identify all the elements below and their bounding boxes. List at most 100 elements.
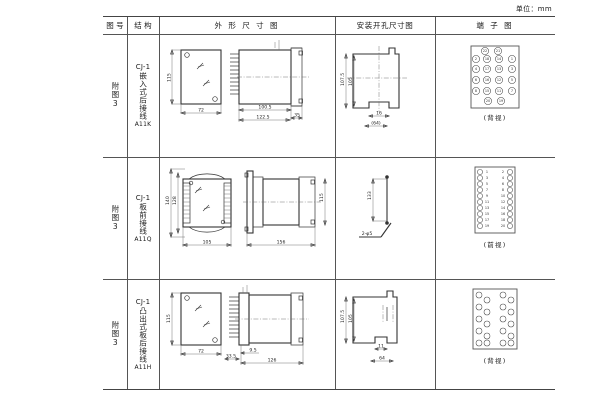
svg-text:16: 16 bbox=[485, 78, 489, 82]
structure-code: CJ-1 bbox=[135, 193, 151, 202]
mounting-svg-row2: 133 2-φ5 bbox=[359, 175, 392, 238]
row-divider-1 bbox=[103, 157, 555, 158]
svg-text:13: 13 bbox=[497, 67, 501, 71]
svg-text:3: 3 bbox=[511, 67, 513, 71]
dim-inner-height: 105 bbox=[348, 77, 354, 86]
dim-height: 140 bbox=[165, 196, 171, 205]
row-mounting-drawing: 107.5 105 16 (64) bbox=[335, 34, 435, 157]
fig-no-text: 附图3 bbox=[110, 204, 120, 232]
svg-text:2: 2 bbox=[475, 57, 477, 61]
svg-text:16: 16 bbox=[501, 212, 505, 216]
svg-text:15: 15 bbox=[485, 212, 489, 216]
dim-front-depth: 35 bbox=[294, 113, 300, 119]
svg-text:5: 5 bbox=[486, 182, 488, 186]
dim-height-inner: 128 bbox=[172, 196, 178, 205]
svg-text:6: 6 bbox=[475, 78, 477, 82]
structure-model: A11Q bbox=[134, 235, 152, 243]
structure-model: A11H bbox=[134, 363, 152, 371]
dim-height: 115 bbox=[167, 73, 173, 82]
svg-text:19: 19 bbox=[499, 99, 503, 103]
fig-no-text: 附图3 bbox=[110, 320, 120, 348]
svg-text:22: 22 bbox=[483, 49, 487, 53]
dim-depth-total: 126 bbox=[268, 358, 277, 364]
row-mounting-drawing: 107.5 105 11 64 bbox=[335, 279, 435, 389]
table-row: 附图3 CJ-1 嵌入式后接线 A11K bbox=[103, 34, 555, 157]
svg-text:18: 18 bbox=[485, 57, 489, 61]
dim-width: 72 bbox=[198, 108, 204, 114]
terminal-svg-row1: 22 21 2 18 14 1 4 17 13 3 6 16 12 5 bbox=[470, 45, 520, 122]
svg-text:17: 17 bbox=[485, 218, 489, 222]
svg-text:3: 3 bbox=[486, 176, 488, 180]
svg-text:13: 13 bbox=[485, 206, 489, 210]
column-divider-4 bbox=[435, 17, 436, 389]
outline-svg-row2: 140 128 105 bbox=[165, 167, 327, 247]
dim-total-width: (64) bbox=[371, 121, 381, 127]
row-structure: CJ-1 嵌入式后接线 A11K bbox=[127, 34, 159, 157]
dim-flange-depth: 9.5 bbox=[249, 348, 256, 354]
column-divider-1 bbox=[127, 17, 128, 389]
row-fig-no: 附图3 bbox=[103, 157, 127, 279]
svg-text:14: 14 bbox=[501, 206, 505, 210]
column-divider-3 bbox=[335, 17, 336, 389]
svg-text:21: 21 bbox=[496, 49, 500, 53]
table-row: 附图3 CJ-1 板前接线 A11Q bbox=[103, 157, 555, 279]
header-outline: 外 形 尺 寸 图 bbox=[214, 21, 280, 30]
dim-height: 115 bbox=[166, 314, 172, 323]
svg-text:11: 11 bbox=[497, 89, 501, 93]
spec-table: 图 号 结 构 外 形 尺 寸 图 安装开孔尺寸图 端 子 图 附图3 CJ-1… bbox=[103, 16, 555, 390]
row-mounting-drawing: 133 2-φ5 bbox=[335, 157, 435, 279]
svg-text:20: 20 bbox=[486, 99, 490, 103]
dim-height: 133 bbox=[367, 191, 373, 200]
outline-svg-row3: 115 72 bbox=[166, 285, 309, 365]
outline-svg-row1: 115 72 bbox=[167, 40, 309, 122]
dim-side-height: 115 bbox=[319, 193, 325, 202]
structure-type: 嵌入式后接线 bbox=[138, 72, 148, 120]
header-structure: 结 构 bbox=[134, 21, 152, 30]
svg-text:4: 4 bbox=[475, 67, 477, 71]
structure-model: A11K bbox=[134, 121, 152, 128]
svg-text:17: 17 bbox=[485, 67, 489, 71]
unit-note: 单位：mm bbox=[515, 5, 552, 13]
svg-text:5: 5 bbox=[511, 78, 513, 82]
dim-depth-total: 122.5 bbox=[256, 115, 269, 121]
structure-code: CJ-1 bbox=[135, 297, 151, 306]
svg-text:1: 1 bbox=[511, 57, 513, 61]
svg-text:12: 12 bbox=[497, 78, 501, 82]
svg-text:9: 9 bbox=[486, 194, 488, 198]
mounting-svg-row3: 107.5 105 11 64 bbox=[340, 290, 398, 363]
svg-text:8: 8 bbox=[475, 89, 477, 93]
svg-text:6: 6 bbox=[502, 182, 504, 186]
row-structure: CJ-1 板前接线 A11Q bbox=[127, 157, 159, 279]
svg-text:19: 19 bbox=[485, 224, 489, 228]
svg-text:12: 12 bbox=[501, 200, 505, 204]
mounting-svg-row1: 107.5 105 16 (64) bbox=[340, 46, 407, 128]
row-fig-no: 附图3 bbox=[103, 34, 127, 157]
dim-depth-inner: 100.5 bbox=[258, 105, 271, 111]
dim-outer-height: 107.5 bbox=[340, 310, 346, 323]
table-row: 附图3 CJ-1 凸出式板后接线 A11H bbox=[103, 279, 555, 389]
svg-text:20: 20 bbox=[501, 224, 505, 228]
row-fig-no: 附图3 bbox=[103, 279, 127, 389]
svg-text:11: 11 bbox=[485, 200, 489, 204]
terminal-view-label: (前视) bbox=[484, 240, 507, 249]
terminal-view-label: (背视) bbox=[484, 113, 507, 122]
svg-text:4: 4 bbox=[502, 176, 504, 180]
svg-text:2: 2 bbox=[502, 170, 504, 174]
structure-type: 凸出式板后接线 bbox=[138, 306, 148, 363]
row-divider-2 bbox=[103, 279, 555, 280]
header-mounting: 安装开孔尺寸图 bbox=[356, 21, 414, 30]
svg-text:15: 15 bbox=[485, 89, 489, 93]
row-outline-drawing: 140 128 105 bbox=[159, 157, 335, 279]
terminal-svg-row3: (背视) bbox=[472, 288, 518, 365]
svg-text:1: 1 bbox=[486, 170, 488, 174]
dim-outer-height: 107.5 bbox=[340, 73, 346, 86]
row-terminal-diagram: 22 21 2 18 14 1 4 17 13 3 6 16 12 5 bbox=[435, 34, 555, 157]
row-terminal-diagram: (背视) bbox=[435, 279, 555, 389]
header-underline bbox=[103, 34, 555, 35]
header-terminal: 端 子 图 bbox=[476, 21, 514, 30]
svg-text:8: 8 bbox=[502, 188, 504, 192]
svg-text:10: 10 bbox=[501, 194, 505, 198]
dim-total-width: 64 bbox=[379, 356, 385, 362]
svg-text:7: 7 bbox=[511, 89, 513, 93]
